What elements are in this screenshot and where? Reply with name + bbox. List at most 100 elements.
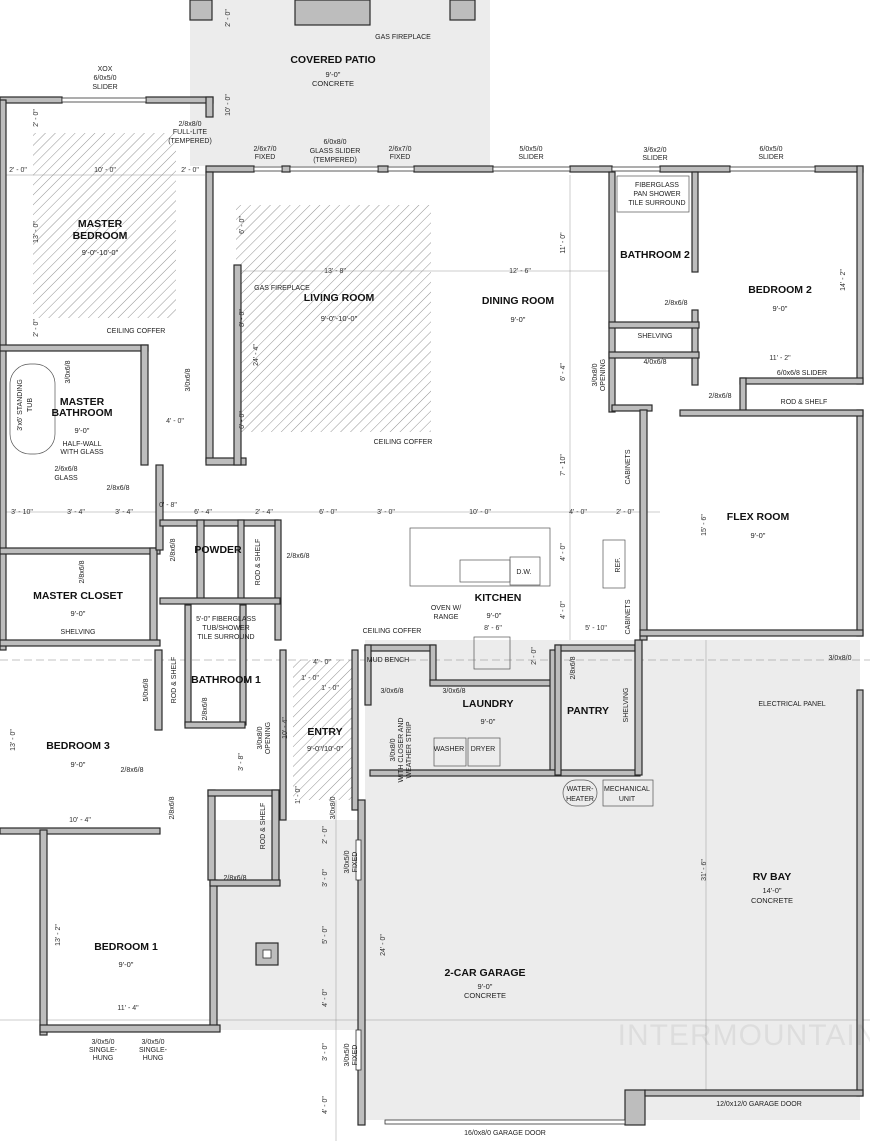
wall [279,649,287,821]
wall [739,377,747,414]
wall [274,519,282,641]
annotation: WATER- [567,786,594,793]
wall [155,464,164,551]
annotation: 2/8x6/8 [107,485,130,492]
dimension-label: 4' - 0" [322,989,329,1007]
dimension-label: 11' - 2" [769,355,791,362]
window-opening [289,166,379,172]
annotation: 16/0x8/0 GARAGE DOOR [464,1130,546,1137]
dimension-label: 13' - 8" [324,268,346,275]
dimension-label: 6' - 0" [239,411,246,429]
dimension-label: 8' - 0" [239,309,246,327]
dimension-label: 5' - 0" [322,926,329,944]
porch-post-core [262,949,272,959]
annotation: HUNG [93,1055,114,1062]
room-name: MASTER CLOSET [33,590,123,602]
room-detail: 9'-0" [71,609,86,618]
annotation: CEILING COFFER [107,328,166,335]
dimension-label: 10' - 0" [225,94,232,116]
entry-coffer [293,660,353,800]
room-name: FLEX ROOM [727,511,790,523]
wall [159,597,281,605]
concrete-areas [190,0,860,1120]
room-detail: 9'-0" [75,426,90,435]
wall [608,321,700,329]
annotation: 4/0x6/8 [644,359,667,366]
annotation: 3/0x5/0 [344,1043,351,1066]
annotation: 3/0x8/0 [592,363,599,386]
ceiling-coffers [33,133,431,800]
annotation: CABINETS [625,599,632,634]
annotation: 3'x6' STANDING [17,379,24,431]
window-opening [611,166,661,172]
dimension-label: 4' - 0" [569,509,587,516]
wall [608,351,700,359]
room-name: 2-CAR GARAGE [444,967,525,979]
annotation: 3/0x5/0 [92,1039,115,1046]
annotation: ROD & SHELF [781,399,828,406]
room-detail: 14'-0" [762,886,781,895]
garage-slab [365,640,860,1120]
mechanical-unit [602,779,654,807]
wall [205,165,255,173]
wall [0,547,161,555]
annotation: RANGE [434,614,459,621]
wall [233,264,242,466]
annotation: GLASS [54,475,78,482]
window-opening [355,839,362,881]
wall [691,171,699,273]
annotation: DRYER [471,746,495,753]
dimension-label: 7' - 10" [560,454,567,476]
dimension-label: 24' - 4" [253,344,260,366]
room-detail: 9'-0"-10'-0" [321,314,358,323]
annotation: HALF-WALL [62,441,101,448]
annotation: 2/6x7/0 [254,146,277,153]
wall [205,96,214,118]
dimension-label: 15' - 6" [701,514,708,536]
washer [433,737,467,767]
room-name: LIVING ROOM [304,292,375,304]
wall [364,644,436,652]
dimension-label: 4' - 0" [560,543,567,561]
window-opening [729,166,816,172]
wall [205,457,247,466]
wall [209,879,281,887]
dimension-label: 10' - 4" [69,817,91,824]
wall [634,639,643,776]
annotation: OPENING [265,722,272,754]
wall [39,829,48,1036]
annotation: 2/8x6/8 [570,656,577,679]
water-heater [562,779,598,807]
wall [207,789,216,881]
dimension-label: 10' - 0" [469,509,491,516]
wall [209,879,218,1031]
dimension-label: 2' - 0" [322,826,329,844]
annotation: CEILING COFFER [374,439,433,446]
annotation: XOX [98,66,113,73]
annotation: MUD BENCH [367,657,409,664]
dimension-label: 3' - 0" [322,869,329,887]
annotation: ROD & SHELF [171,657,178,704]
wall [0,344,149,352]
annotation: 2/8x6/8 [224,875,247,882]
dimension-label: 1' - 0" [295,786,302,804]
annotation: 5/0x5/0 [520,146,543,153]
fixtures [9,175,690,966]
dimension-label: 14' - 2" [840,269,847,291]
annotation: FIXED [255,154,276,161]
dryer [467,737,501,767]
room-detail: 9'-0" [487,611,502,620]
annotation: HUNG [143,1055,164,1062]
wall [237,519,245,601]
annotation: 12/0x12/0 GARAGE DOOR [716,1101,802,1108]
annotation: 6/0x5/0 [760,146,783,153]
room-name: MASTER [60,396,105,408]
annotation: PAN SHOWER [633,191,680,198]
wall [207,789,281,797]
wall [271,789,280,886]
patio-slab [190,0,490,166]
window-opening [355,1029,362,1071]
dimension-label: 2' - 0" [616,509,634,516]
annotation: (TEMPERED) [168,138,212,145]
room-name: BEDROOM 3 [46,740,110,752]
